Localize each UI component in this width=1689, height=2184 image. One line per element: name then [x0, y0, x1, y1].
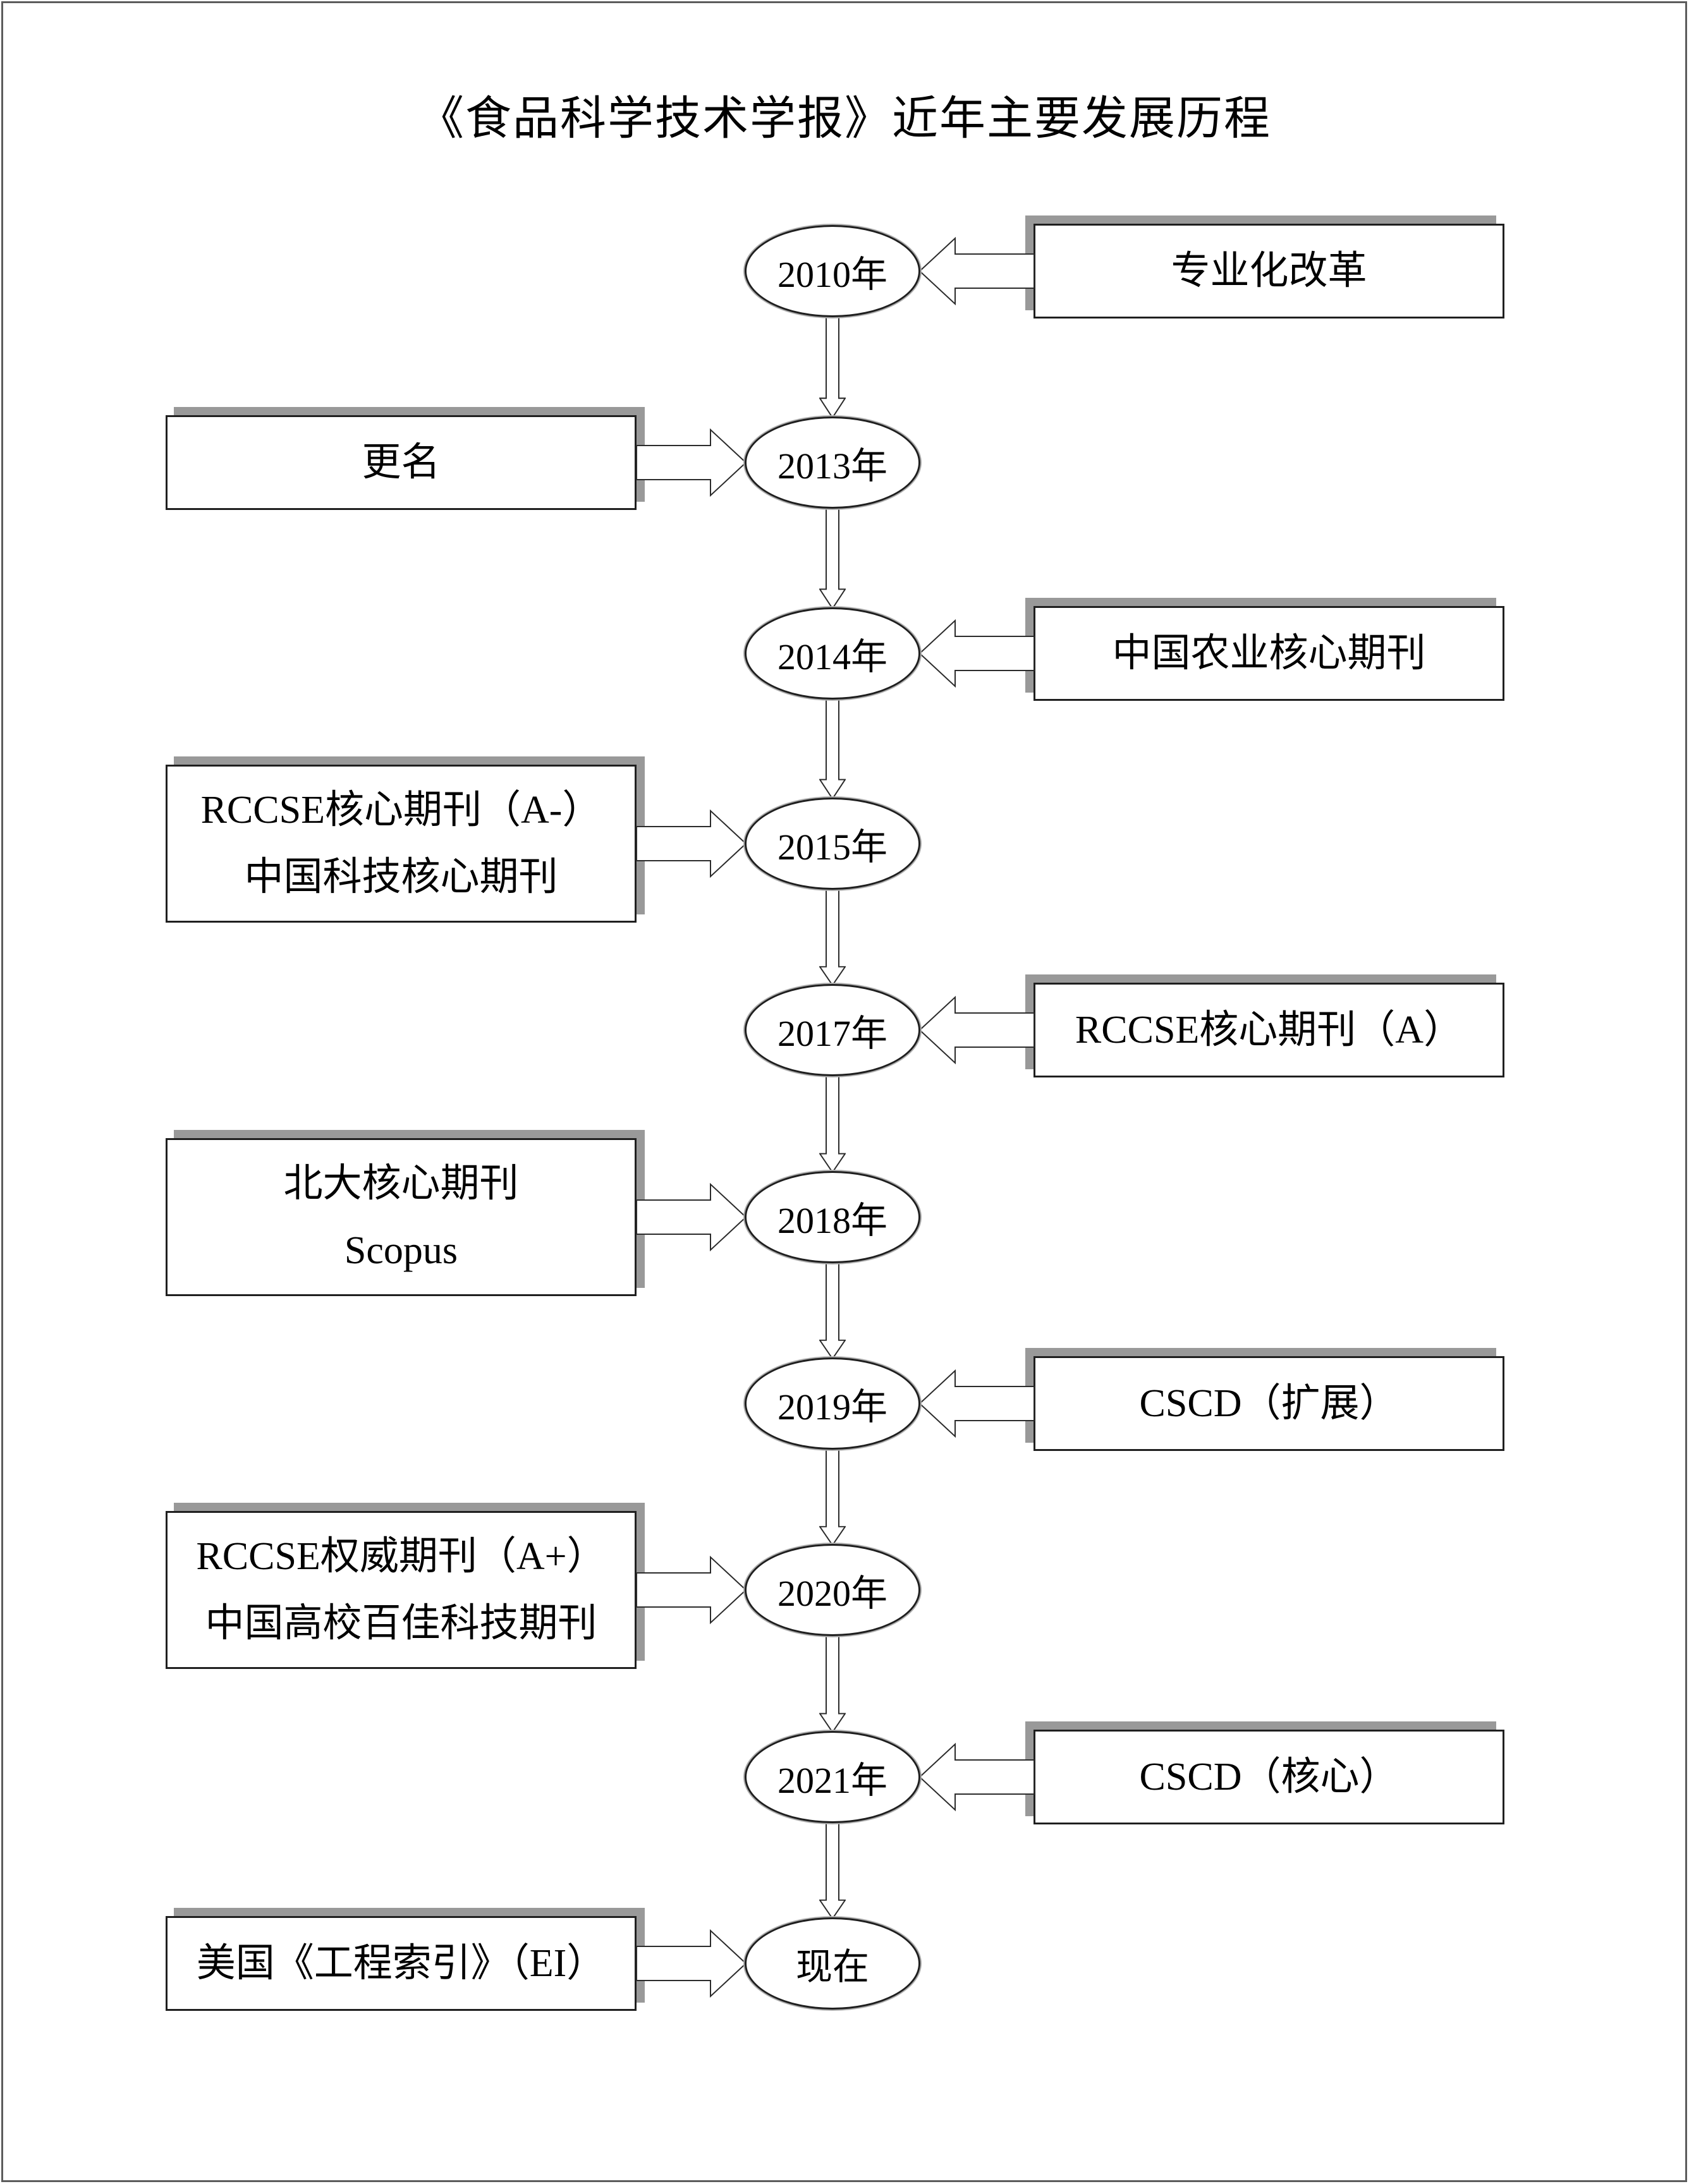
label-box-now: 美国《工程索引》（EI）: [166, 1916, 637, 2011]
timeline-node-2021: 2021年: [745, 1731, 920, 1823]
timeline-node-label: 2020年: [777, 1573, 887, 1614]
arrow-left-icon: [918, 1741, 1035, 1813]
arrow-down-icon: [819, 888, 846, 986]
arrow-down-icon: [819, 1821, 846, 1920]
label-line: Scopus: [344, 1229, 458, 1272]
label-box-2013: 更名: [166, 415, 637, 510]
label-line: 专业化改革: [1171, 250, 1367, 293]
label-line: 中国农业核心期刊: [1112, 632, 1426, 675]
arrow-down-icon: [819, 507, 846, 610]
diagram-title: 《食品科学技术学报》近年主要发展历程: [418, 93, 1271, 144]
timeline-node-2019: 2019年: [745, 1357, 920, 1450]
arrow-down-icon: [819, 1261, 846, 1360]
timeline-node-2017: 2017年: [745, 984, 920, 1076]
timeline-node-label: 2013年: [777, 446, 887, 487]
arrow-right-icon: [635, 1927, 748, 1999]
label-line: 美国《工程索引》（EI）: [196, 1942, 606, 1985]
timeline-node-label: 现在: [795, 1946, 869, 1987]
timeline-node-2018: 2018年: [745, 1171, 920, 1263]
arrow-left-icon: [918, 235, 1035, 307]
arrow-down-icon: [819, 1634, 846, 1733]
label-line: RCCSE核心期刊（A-）: [200, 789, 602, 832]
label-line: CSCD（扩展）: [1139, 1382, 1399, 1425]
label-line: 更名: [362, 441, 441, 484]
label-box-2010: 专业化改革: [1034, 224, 1504, 318]
arrow-left-icon: [918, 994, 1035, 1066]
label-line: CSCD（核心）: [1139, 1756, 1399, 1799]
timeline-node-label: 2015年: [777, 827, 887, 868]
timeline-node-label: 2019年: [777, 1386, 887, 1428]
timeline-node-label: 2021年: [777, 1760, 887, 1801]
arrow-left-icon: [918, 617, 1035, 689]
timeline-node-now: 现在: [745, 1917, 920, 2010]
arrow-down-icon: [819, 1448, 846, 1546]
arrow-right-icon: [635, 427, 748, 499]
label-box-2020: RCCSE权威期刊（A+） 中国高校百佳科技期刊: [166, 1511, 637, 1669]
arrow-down-icon: [819, 1074, 846, 1174]
arrow-left-icon: [918, 1368, 1035, 1440]
arrow-right-icon: [635, 1181, 748, 1253]
timeline-node-label: 2018年: [777, 1200, 887, 1241]
arrow-down-icon: [819, 698, 846, 800]
label-line: RCCSE权威期刊（A+）: [196, 1535, 606, 1578]
label-box-2021: CSCD（核心）: [1034, 1730, 1504, 1824]
timeline-node-2010: 2010年: [745, 225, 920, 317]
label-box-2014: 中国农业核心期刊: [1034, 606, 1504, 701]
label-line: RCCSE核心期刊（A）: [1075, 1009, 1463, 1052]
label-line: 中国科技核心期刊: [244, 856, 558, 899]
label-box-2015: RCCSE核心期刊（A-） 中国科技核心期刊: [166, 765, 637, 923]
arrow-right-icon: [635, 808, 748, 880]
arrow-right-icon: [635, 1554, 748, 1626]
label-box-2017: RCCSE核心期刊（A）: [1034, 983, 1504, 1077]
timeline-node-2015: 2015年: [745, 798, 920, 890]
arrow-down-icon: [819, 315, 846, 419]
timeline-node-2020: 2020年: [745, 1544, 920, 1636]
timeline-node-label: 2014年: [777, 636, 887, 677]
label-box-2018: 北大核心期刊 Scopus: [166, 1138, 637, 1296]
timeline-node-2014: 2014年: [745, 607, 920, 700]
timeline-node-label: 2017年: [777, 1013, 887, 1054]
timeline-node-label: 2010年: [777, 254, 887, 295]
label-line: 中国高校百佳科技期刊: [205, 1602, 597, 1645]
label-box-2019: CSCD（扩展）: [1034, 1356, 1504, 1451]
timeline-node-2013: 2013年: [745, 416, 920, 509]
label-line: 北大核心期刊: [283, 1162, 519, 1205]
